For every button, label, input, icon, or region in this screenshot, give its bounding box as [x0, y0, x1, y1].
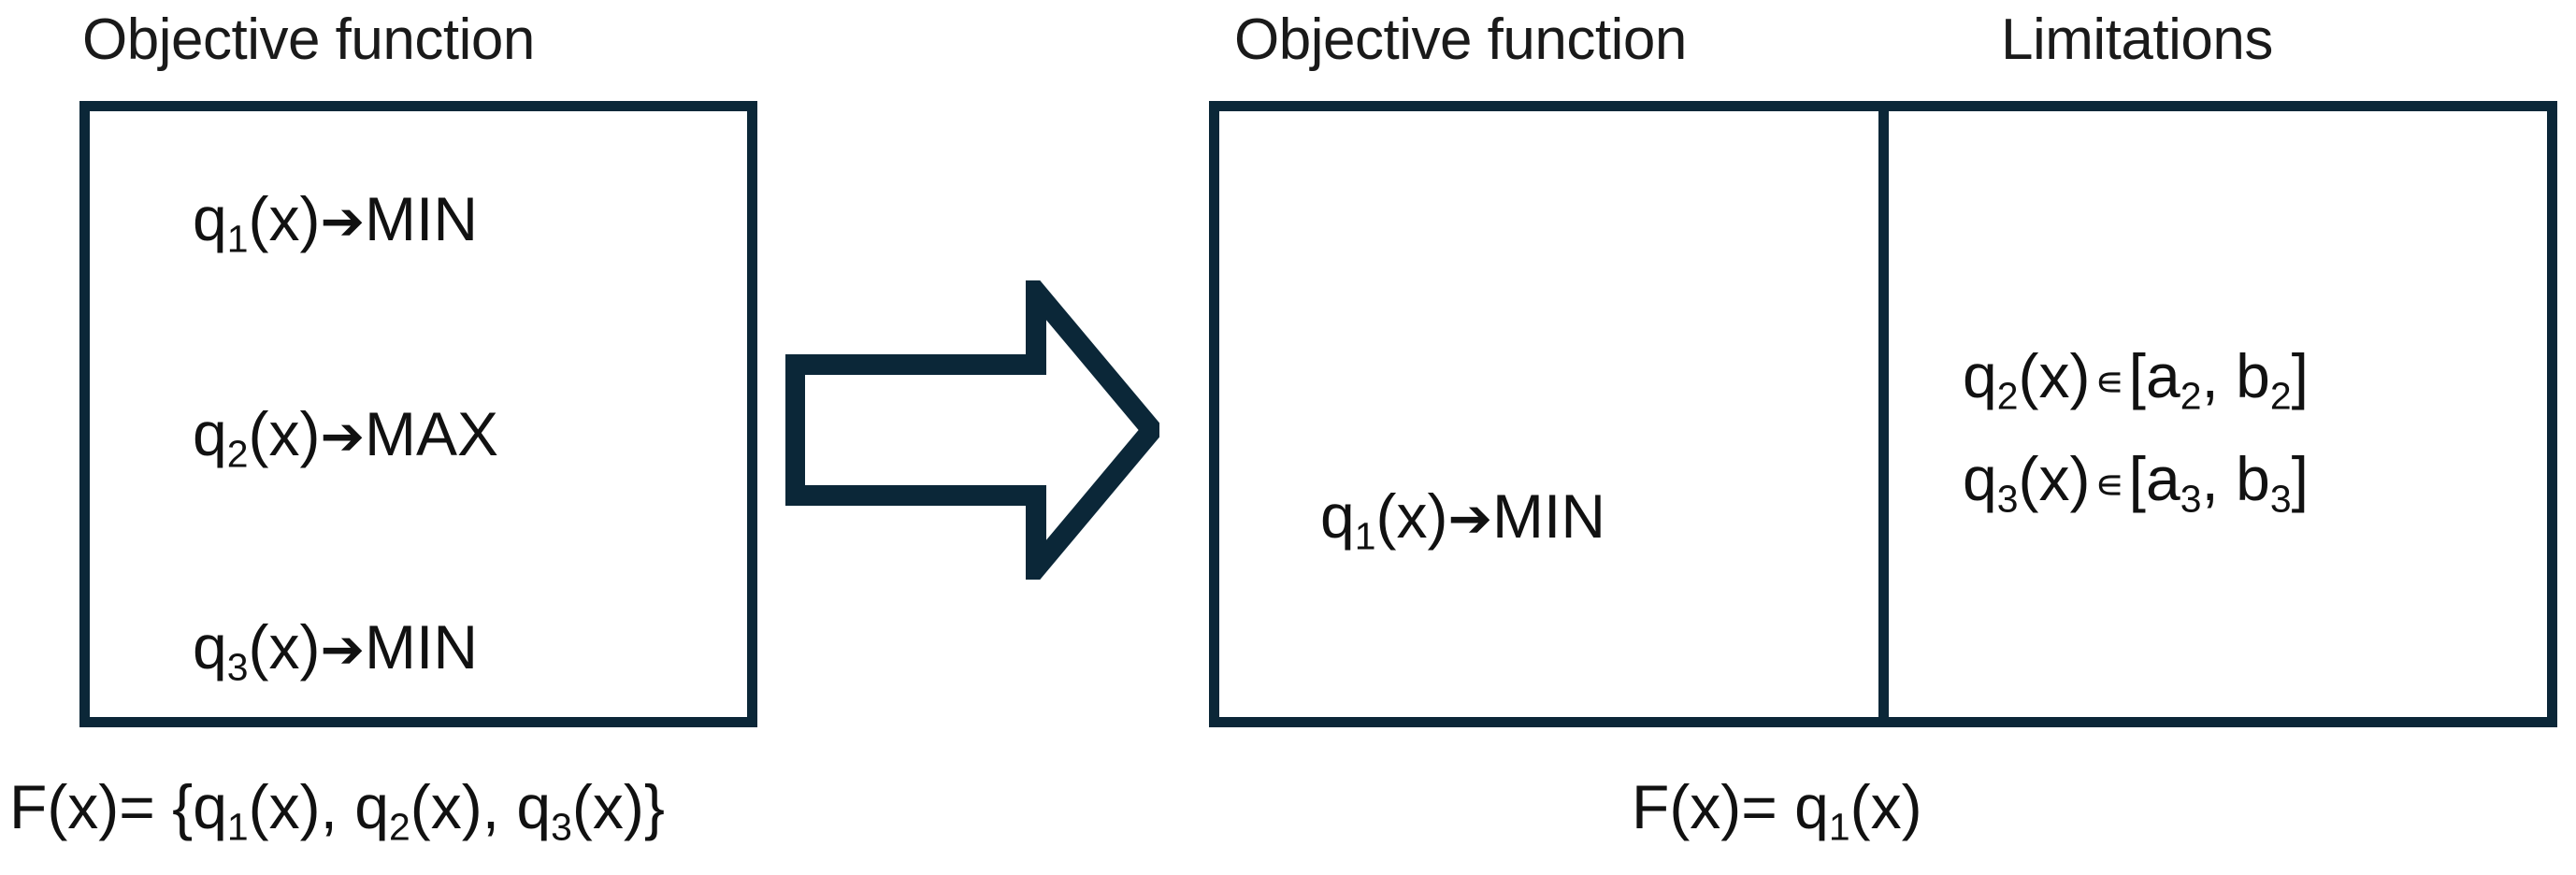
formula-goal: MAX — [365, 399, 499, 468]
right-objective-heading: Objective function — [1234, 7, 1687, 72]
limitation-row-q3: q3(x)∊[a3, b3] — [1963, 448, 2309, 518]
right-caption-formula: F(x)= q1(x) — [1632, 776, 1922, 846]
formula-subscript: 1 — [1354, 514, 1376, 558]
formula-function-name: q — [1963, 444, 1997, 513]
formula-subscript: 2 — [226, 432, 249, 476]
interval-lower-subscript: 3 — [2180, 477, 2202, 521]
maps-to-arrow-icon: ➔ — [320, 190, 366, 252]
formula-goal: MIN — [1492, 481, 1605, 551]
formula-row-q1: q1(x)➔MIN — [193, 188, 478, 258]
interval-upper-subscript: 2 — [2269, 374, 2292, 418]
formula-row-q2: q2(x)➔MAX — [193, 403, 498, 473]
formula-function-name: q — [1963, 341, 1997, 410]
formula-subscript: 3 — [1996, 477, 2019, 521]
maps-to-arrow-icon: ➔ — [320, 618, 366, 681]
formula-function-name: q — [1320, 481, 1355, 551]
caption-subscript: 1 — [1828, 805, 1850, 849]
interval-separator: , b — [2201, 444, 2270, 513]
limitation-row-q2: q2(x)∊[a2, b2] — [1963, 345, 2309, 415]
formula-subscript: 1 — [226, 217, 249, 261]
formula-argument: (x) — [1375, 481, 1448, 551]
interval-close: ] — [2291, 444, 2309, 513]
right-objective-formula: q1(x)➔MIN — [1320, 485, 1605, 555]
caption-segment: (x), q — [410, 772, 552, 841]
left-objective-box: q1(x)➔MIN q2(x)➔MAX q3(x)➔MIN — [79, 101, 757, 727]
formula-goal: MIN — [365, 184, 478, 253]
interval-close: ] — [2291, 341, 2309, 410]
element-of-icon: ∊ — [2094, 459, 2125, 509]
right-block-arrow-icon — [784, 263, 1166, 597]
left-panel-heading: Objective function — [82, 7, 535, 72]
caption-prefix: F(x)= q — [1632, 772, 1829, 841]
interval-upper-subscript: 3 — [2269, 477, 2292, 521]
formula-goal: MIN — [365, 612, 478, 681]
formula-function-name: q — [193, 612, 227, 681]
formula-subscript: 3 — [226, 645, 249, 689]
maps-to-arrow-icon: ➔ — [1447, 487, 1493, 550]
caption-segment: (x)} — [571, 772, 665, 841]
formula-subscript: 2 — [1996, 374, 2019, 418]
interval-open: [a — [2128, 341, 2180, 410]
caption-subscript: 2 — [389, 805, 410, 849]
formula-row-q3: q3(x)➔MIN — [193, 616, 478, 686]
caption-subscript: 1 — [226, 805, 249, 849]
interval-separator: , b — [2201, 341, 2270, 410]
caption-segment: (x), q — [248, 772, 390, 841]
right-box-divider — [1878, 101, 1889, 727]
element-of-icon: ∊ — [2094, 356, 2125, 407]
formula-function-name: q — [193, 399, 227, 468]
formula-argument: (x) — [248, 612, 321, 681]
caption-segment: (x) — [1849, 772, 1922, 841]
formula-argument: (x) — [2018, 341, 2091, 410]
left-caption-formula: F(x)= {q1(x), q2(x), q3(x)} — [9, 776, 665, 846]
formula-argument: (x) — [248, 399, 321, 468]
interval-open: [a — [2128, 444, 2180, 513]
right-limitations-heading: Limitations — [2001, 7, 2273, 72]
caption-subscript: 3 — [551, 805, 572, 849]
right-combined-box: q1(x)➔MIN q2(x)∊[a2, b2] q3(x)∊[a3, b3] — [1209, 101, 2557, 727]
formula-argument: (x) — [2018, 444, 2091, 513]
formula-argument: (x) — [248, 184, 321, 253]
maps-to-arrow-icon: ➔ — [320, 405, 366, 467]
interval-lower-subscript: 2 — [2180, 374, 2202, 418]
formula-function-name: q — [193, 184, 227, 253]
caption-prefix: F(x)= {q — [9, 772, 227, 841]
